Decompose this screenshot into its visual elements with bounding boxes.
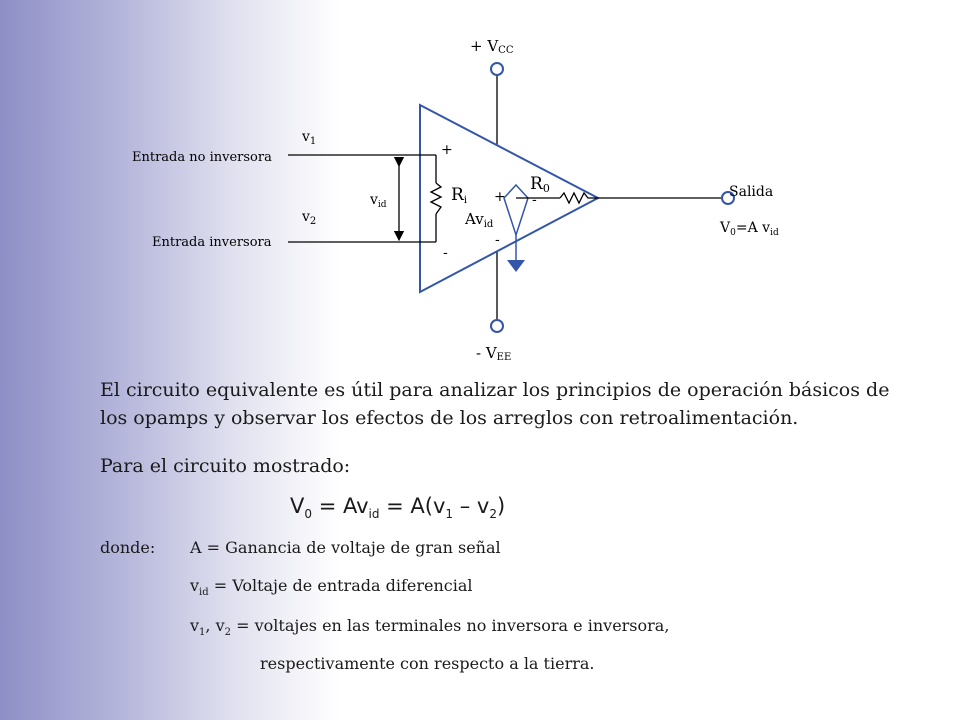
definition-vid: vid = Voltaje de entrada diferencial <box>190 576 473 599</box>
output-label: Salida <box>729 184 773 200</box>
svg-text:v1: v1 <box>301 129 316 147</box>
vid-label: v <box>369 192 378 208</box>
svg-text:v2: v2 <box>301 209 316 227</box>
paragraph-intro: Para el circuito mostrado: <box>100 455 351 477</box>
donde-label: donde: <box>100 538 156 557</box>
output-terminal <box>721 191 735 205</box>
v2-label: v <box>301 209 310 225</box>
source-gain-label: Av <box>464 210 484 228</box>
source-plus-sign: + <box>494 189 506 205</box>
vcc-label: + V <box>470 37 499 55</box>
ground-icon <box>507 260 525 272</box>
source-minus-sign: - <box>495 232 500 248</box>
output-dash: - <box>532 192 537 208</box>
ro-label: R <box>530 174 544 194</box>
definition-v1-v2: v1, v2 = voltajes en las terminales no i… <box>190 616 670 639</box>
svg-text:vid: vid <box>369 192 387 210</box>
input-noninv-label: Entrada no inversora <box>132 150 272 165</box>
ro-resistor <box>559 191 598 205</box>
vout-label: V <box>719 220 731 236</box>
opamp-equivalent-circuit: + VCC - VEE Entrada no inversora Entrada… <box>132 37 779 363</box>
input-inv-label: Entrada inversora <box>152 235 272 250</box>
svg-text:Ri: Ri <box>451 185 467 206</box>
svg-text:R0: R0 <box>530 174 550 195</box>
left-gradient-band <box>0 0 340 720</box>
svg-text:V0=A vid: V0=A vid <box>719 220 779 238</box>
ri-label: R <box>451 185 465 205</box>
svg-text:- VEE: - VEE <box>476 344 511 363</box>
vcc-terminal <box>490 62 504 76</box>
definition-continuation: respectivamente con respecto a la tierra… <box>260 654 595 673</box>
svg-text:+ VCC: + VCC <box>470 37 514 56</box>
definition-a: A = Ganancia de voltaje de gran señal <box>190 538 501 557</box>
v1-label: v <box>301 129 310 145</box>
vee-terminal <box>490 319 504 333</box>
paragraph-description: El circuito equivalente es útil para ana… <box>100 379 890 429</box>
vee-label: - V <box>476 344 498 362</box>
svg-text:Avid: Avid <box>464 210 494 230</box>
ri-resistor <box>429 182 443 215</box>
minus-sign-inv: - <box>443 245 448 261</box>
plus-sign-noninv: + <box>441 142 453 158</box>
gain-formula: V0 = Avid = A(v1 – v2) <box>290 494 506 522</box>
